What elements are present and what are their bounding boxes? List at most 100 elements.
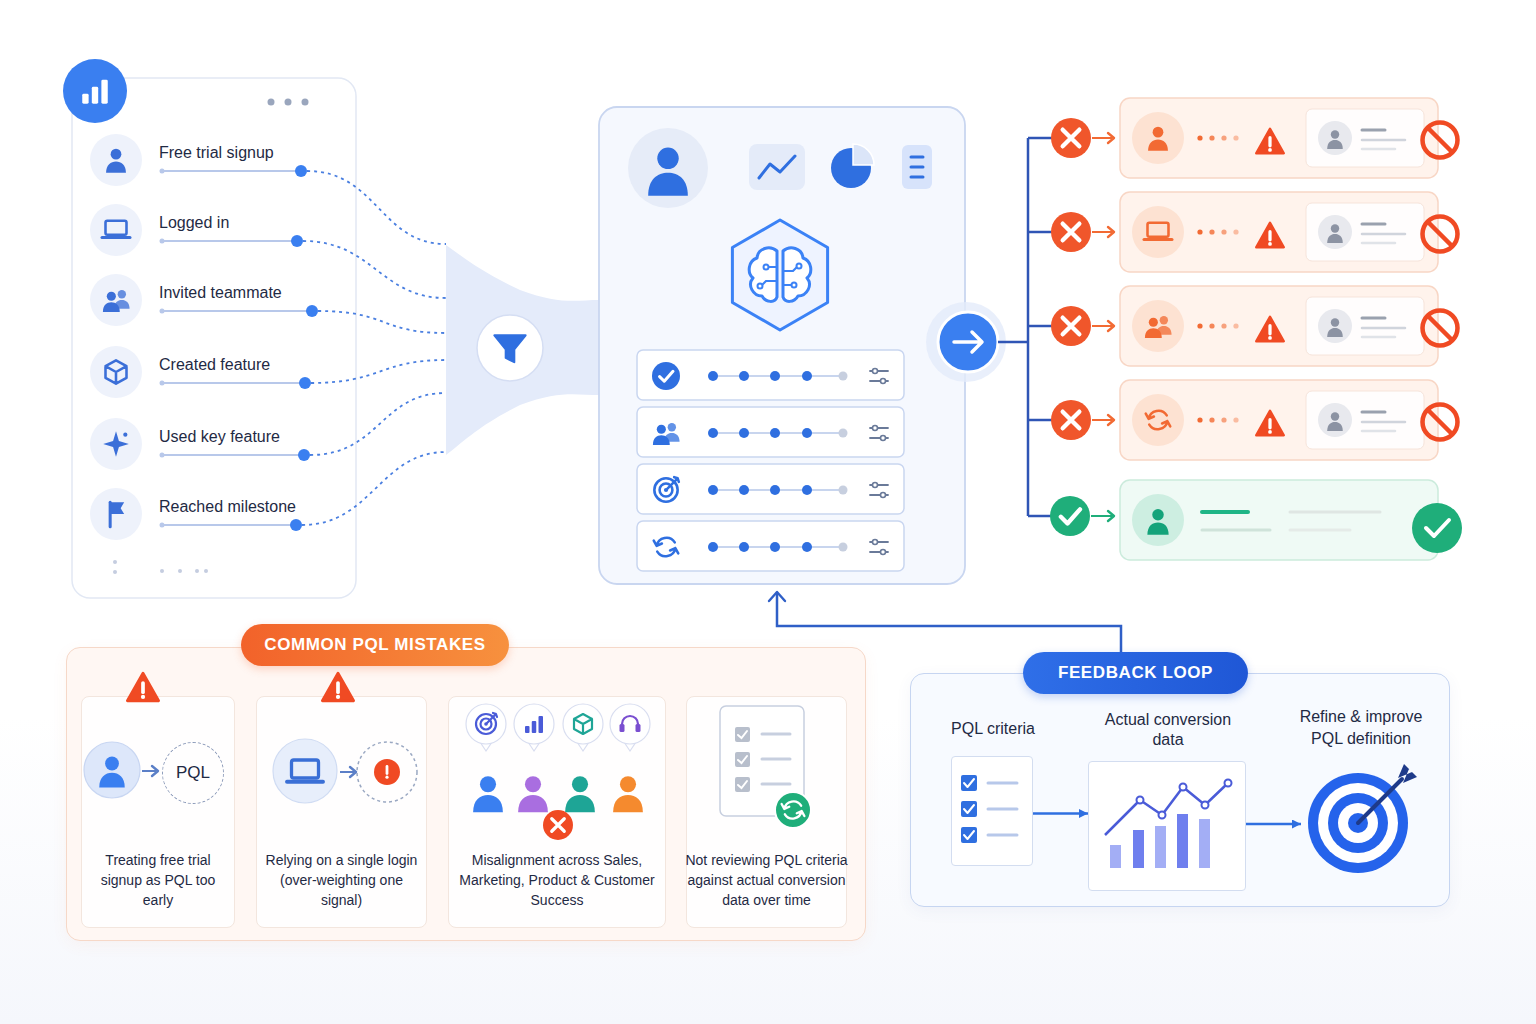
- warning-bar: [1268, 326, 1271, 334]
- criteria-tick: [964, 805, 974, 813]
- step-heading: Refine & improve PQL definition: [1291, 706, 1431, 750]
- conversion-bar: [1155, 826, 1166, 868]
- person-front: [653, 425, 670, 445]
- x-mark: [1063, 130, 1080, 147]
- mistake-arrowhead: [350, 767, 356, 777]
- outcome-arrowhead: [1108, 321, 1114, 331]
- outcome-arrowhead: [1108, 511, 1114, 521]
- person-body: [1148, 139, 1168, 150]
- score-dot: [802, 542, 812, 552]
- more-dot: [178, 569, 182, 573]
- score-dot: [802, 371, 812, 381]
- conversion-bar: [1133, 830, 1144, 868]
- slider-start: [160, 453, 165, 458]
- warning-icon: [1256, 129, 1284, 153]
- mistake-card: PQLTreating free trial signup as PQL too…: [81, 696, 235, 928]
- warning-icon: [1256, 411, 1284, 435]
- flow-arrow: [1246, 823, 1301, 825]
- more-dot: [160, 569, 164, 573]
- section-heading: FEEDBACK LOOP: [1023, 652, 1248, 694]
- person-front: [103, 292, 120, 312]
- xcircle-icon: [1051, 306, 1091, 346]
- owner-line: [1362, 317, 1385, 320]
- speech-bubble: [610, 704, 650, 744]
- warning-icon: [1256, 317, 1284, 341]
- trail-dot: [1221, 135, 1226, 140]
- team-member: [613, 776, 643, 812]
- score-dot: [770, 428, 780, 438]
- trail-dot: [1221, 417, 1226, 422]
- target-ring: [1338, 803, 1378, 843]
- people-icon: [1145, 316, 1172, 338]
- check-disc: [1050, 496, 1090, 536]
- review-tick: [738, 781, 747, 788]
- cube-icon: [106, 360, 127, 383]
- scoring-panel: [599, 107, 965, 584]
- tune-knob: [873, 369, 878, 374]
- score-dot: [770, 542, 780, 552]
- owner-line: [1362, 139, 1405, 142]
- refresh-arc: [657, 548, 678, 556]
- person-icon: [99, 757, 125, 788]
- branch-line: [1028, 137, 1052, 140]
- score-dot-empty: [839, 372, 848, 381]
- conversion-point: [1180, 784, 1187, 791]
- conversion-point: [1202, 802, 1209, 809]
- doc-tile: [902, 145, 932, 189]
- person-icon: [1147, 509, 1168, 535]
- warning-bar: [1268, 138, 1271, 146]
- target-ring: [481, 719, 492, 730]
- laptop-base: [102, 236, 130, 239]
- doc-lines: [911, 157, 923, 177]
- owner-line: [1362, 129, 1385, 132]
- panel-badge: [63, 59, 127, 123]
- mistake-caption: Misalignment across Sales, Marketing, Pr…: [455, 850, 659, 910]
- warning-triangle: [1256, 223, 1284, 247]
- person-head: [1153, 127, 1164, 138]
- pie-slice: [853, 144, 874, 165]
- trail-dot: [1233, 323, 1238, 328]
- headset-icon: [620, 716, 641, 732]
- criteria-line: [988, 782, 1017, 785]
- check-mark: [1061, 509, 1080, 523]
- conversion-point: [1137, 797, 1144, 804]
- tune-knob: [881, 493, 886, 498]
- more-dot: [113, 560, 117, 564]
- rejected-row: [1120, 192, 1438, 272]
- tune-knob: [881, 379, 886, 384]
- x-disc: [1051, 212, 1091, 252]
- person-front: [1145, 318, 1162, 338]
- refresh-arc: [654, 538, 675, 546]
- target-ring: [1328, 793, 1388, 853]
- xcircle-icon: [543, 810, 573, 840]
- person-head: [1331, 224, 1339, 232]
- person-icon: [1327, 412, 1343, 431]
- trail-dot: [1221, 229, 1226, 234]
- owner-card: [1306, 391, 1424, 449]
- warning-icon: [1256, 223, 1284, 247]
- signal-wire: [302, 452, 446, 525]
- person-body: [103, 302, 120, 312]
- sparkle-icon: [103, 431, 129, 457]
- warning-bar: [336, 683, 340, 692]
- exclaim-dot: [385, 776, 388, 779]
- signal-item: Logged in: [155, 211, 345, 235]
- signal-label: Invited teammate: [159, 283, 282, 303]
- warning-dot: [141, 695, 145, 699]
- outcome-arrow: [1091, 515, 1112, 517]
- sparkle-dot: [123, 433, 127, 437]
- target-dart: [667, 477, 679, 489]
- score-dot-empty: [839, 486, 848, 495]
- signal-slider: [160, 310, 312, 312]
- score-dot: [739, 542, 749, 552]
- xcircle-icon: [1051, 118, 1091, 158]
- item-icon-disc: [90, 134, 142, 186]
- review-checkbox: [735, 727, 750, 742]
- person-body: [99, 773, 125, 788]
- feedback-panel: PQL criteriaActual conversion dataRefine…: [910, 673, 1450, 907]
- warning-triangle: [1256, 317, 1284, 341]
- conversion-bar: [1110, 845, 1121, 868]
- branch-line: [1028, 325, 1052, 328]
- score-dot: [770, 485, 780, 495]
- owner-line: [1362, 336, 1395, 339]
